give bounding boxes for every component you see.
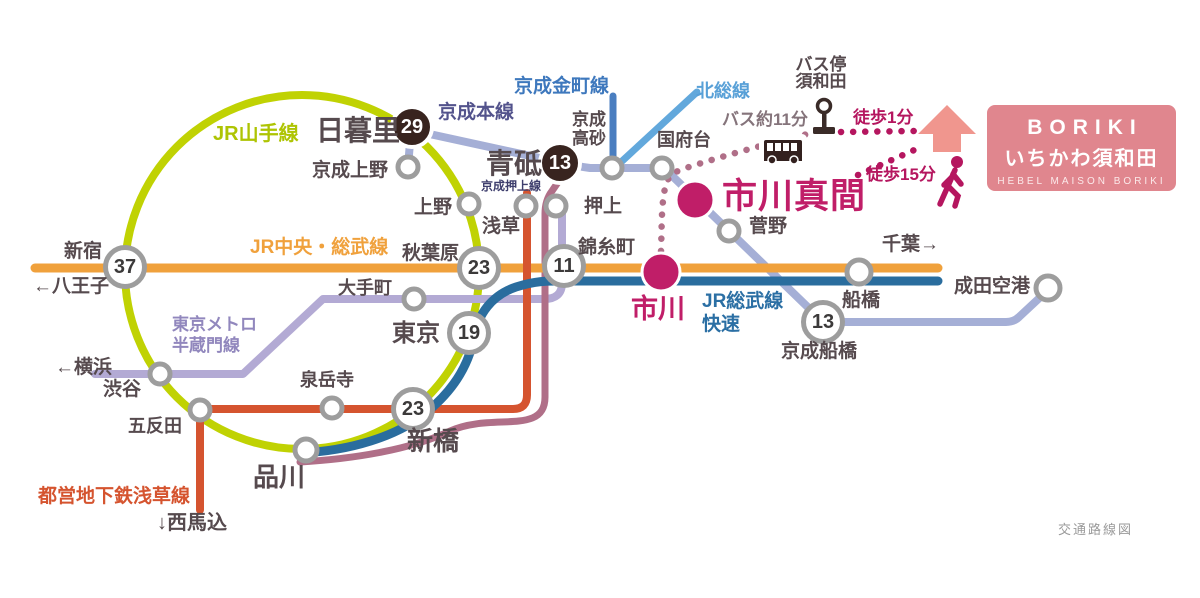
badge-aoto-minutes: 13 bbox=[538, 141, 582, 185]
station-dot-ueno bbox=[456, 191, 482, 217]
station-dots bbox=[147, 154, 1063, 464]
station-dot-oshiage-b bbox=[543, 193, 569, 219]
station-label-takasago-2: 高砂 bbox=[572, 129, 606, 148]
station-dot-ichikawa bbox=[640, 251, 682, 293]
label-keisei-oshiage-line: 京成押上線 bbox=[481, 179, 542, 193]
property-name-en: BORIKI bbox=[1027, 116, 1143, 139]
label-asakusa-line: 都営地下鉄浅草線 bbox=[38, 486, 191, 507]
station-label-asakusa: 浅草 bbox=[482, 216, 521, 237]
station-dot-sengakuji bbox=[319, 395, 345, 421]
bus-stop-label-1: バス停 bbox=[795, 55, 847, 74]
house-arrow-icon bbox=[918, 105, 976, 152]
walk1-label: 徒歩1分 bbox=[853, 108, 914, 127]
label-sobu-rapid-line-1: JR総武線 bbox=[702, 291, 784, 312]
label-sobu-rapid-line-2: 快速 bbox=[702, 314, 741, 335]
map-title: 交通路線図 bbox=[1058, 522, 1134, 537]
hokuso-line bbox=[616, 88, 701, 167]
station-label-kinshicho: 錦糸町 bbox=[578, 237, 636, 258]
walking-person-icon bbox=[937, 156, 964, 209]
station-label-ueno: 上野 bbox=[414, 197, 453, 218]
station-label-funabashi: 船橋 bbox=[842, 290, 881, 311]
endpoint-hachioji: ←八王子 bbox=[33, 276, 110, 297]
property-name-ja: いちかわ須和田 bbox=[1004, 148, 1159, 170]
endpoint-chiba: 千葉→ bbox=[882, 234, 940, 255]
station-label-shinagawa: 品川 bbox=[253, 462, 306, 492]
label-hanzomon-line-1: 東京メトロ bbox=[172, 315, 257, 334]
walk15-label: 徒歩15分 bbox=[866, 165, 936, 184]
bus-stop-icon bbox=[813, 97, 835, 134]
station-label-keisei-ueno: 京成上野 bbox=[312, 160, 389, 181]
bus-route-dots bbox=[657, 129, 816, 255]
station-label-aoto: 青砥 bbox=[486, 148, 543, 179]
station-dot-shinagawa bbox=[292, 436, 320, 464]
label-keisei-main-line: 京成本線 bbox=[438, 102, 515, 123]
label-hokuso-line: 北総線 bbox=[696, 81, 750, 101]
badge-shimbashi-minutes: 23 bbox=[391, 387, 435, 431]
badge-keisei-funabashi-minutes: 13 bbox=[801, 300, 845, 344]
station-label-shibuya: 渋谷 bbox=[103, 379, 142, 400]
label-kanamachi-line: 京成金町線 bbox=[514, 76, 610, 97]
bus-icon bbox=[759, 134, 807, 167]
station-label-narita-airport: 成田空港 bbox=[954, 276, 1031, 297]
station-label-otemachi: 大手町 bbox=[338, 278, 392, 298]
label-chuo-sobu-line: JR中央・総武線 bbox=[250, 237, 389, 258]
station-label-nippori: 日暮里 bbox=[316, 115, 401, 146]
bus-stop-label-2: 須和田 bbox=[795, 72, 847, 91]
station-dot-ichikawamama bbox=[674, 179, 716, 221]
station-dot-sugano bbox=[716, 218, 742, 244]
station-dot-narita-airport bbox=[1033, 273, 1063, 303]
station-label-oshiage: 押上 bbox=[584, 196, 623, 217]
badge-tokyo-minutes: 19 bbox=[447, 311, 491, 355]
label-hanzomon-line-2: 半蔵門線 bbox=[172, 336, 240, 355]
walk15-dots bbox=[854, 143, 925, 179]
station-label-keisei-funabashi: 京成船橋 bbox=[781, 341, 858, 362]
badge-shinjuku-minutes: 37 bbox=[103, 245, 147, 289]
station-label-ichikawa: 市川 bbox=[631, 294, 685, 324]
station-label-takasago-1: 京成 bbox=[572, 110, 606, 129]
station-label-akihabara: 秋葉原 bbox=[402, 243, 460, 264]
station-label-sugano: 菅野 bbox=[749, 216, 788, 237]
station-label-tokyo: 東京 bbox=[392, 320, 440, 347]
badge-kinshicho-minutes: 11 bbox=[542, 244, 586, 288]
station-label-gotanda: 五反田 bbox=[128, 416, 182, 436]
station-dot-funabashi bbox=[844, 257, 874, 287]
label-yamanote-line: JR山手線 bbox=[213, 123, 299, 145]
station-dot-gotanda bbox=[187, 397, 213, 423]
station-dot-otemachi bbox=[401, 286, 427, 312]
station-label-konodai: 国府台 bbox=[657, 130, 711, 150]
badge-akihabara-minutes: 23 bbox=[457, 246, 501, 290]
endpoint-yokohama: ←横浜 bbox=[55, 357, 113, 378]
station-dot-keisei-ueno bbox=[395, 154, 421, 180]
station-dot-asakusa-oshiage-a bbox=[513, 193, 539, 219]
station-label-shinjuku: 新宿 bbox=[64, 241, 103, 262]
endpoint-nishimagome: ↓西馬込 bbox=[157, 512, 227, 534]
property-card: BORIKI いちかわ須和田 HEBEL MAISON BORIKI bbox=[985, 103, 1178, 193]
badge-nippori-minutes: 29 bbox=[390, 105, 434, 149]
station-dot-shibuya bbox=[147, 361, 173, 387]
station-dot-konodai bbox=[649, 155, 675, 181]
walk1-dots bbox=[837, 127, 919, 136]
station-label-sengakuji: 泉岳寺 bbox=[300, 370, 354, 390]
station-label-shimbashi: 新橋 bbox=[407, 426, 460, 456]
station-label-ichikawamama: 市川真間 bbox=[722, 177, 867, 216]
bus-time-label: バス約11分 bbox=[722, 110, 808, 129]
station-dot-takasago bbox=[599, 155, 625, 181]
property-subtitle: HEBEL MAISON BORIKI bbox=[997, 176, 1166, 187]
